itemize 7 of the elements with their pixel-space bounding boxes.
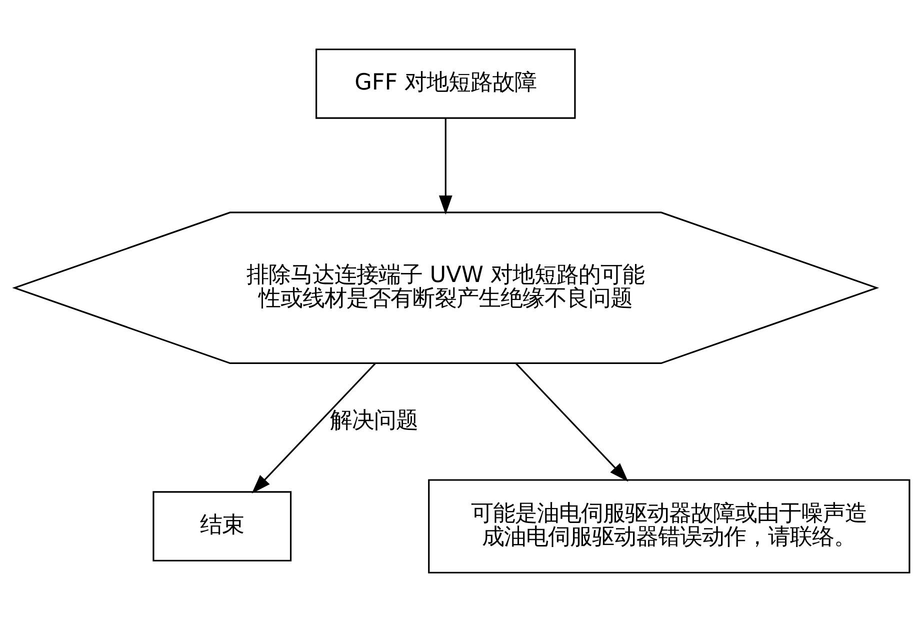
arrow — [515, 362, 628, 482]
edge-label: 解决问题 — [330, 408, 418, 434]
arrow — [438, 118, 452, 215]
arrow — [252, 362, 376, 494]
node-box: GFF 对地短路故障 — [316, 48, 576, 119]
node-box: 可能是油电伺服驱动器故障或由于噪声造成油电伺服驱动器错误动作，请联络。 — [428, 479, 910, 574]
node-box: 结束 — [152, 491, 292, 562]
